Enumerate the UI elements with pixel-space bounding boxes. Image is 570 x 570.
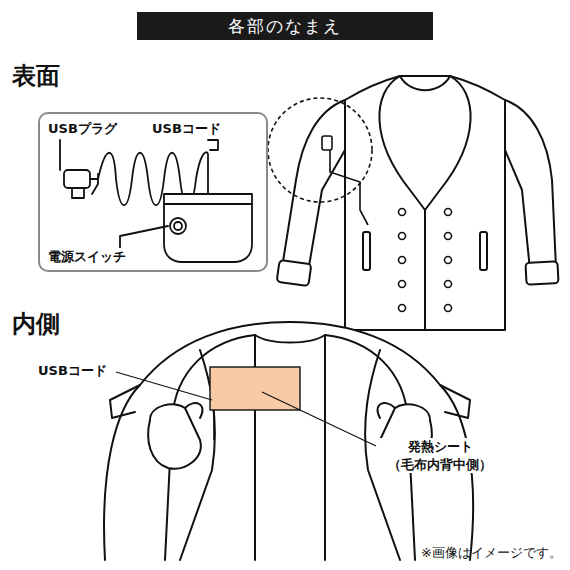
title-band: 各部のなまえ xyxy=(137,12,433,40)
part-name: USBコード xyxy=(152,120,221,138)
part-name: USBコード xyxy=(38,362,107,380)
section-heading: 内側 xyxy=(12,308,60,340)
title-text: 各部のなまえ xyxy=(137,12,433,40)
callout-inset: USBプラグ USBコード電源スイッチ xyxy=(38,112,268,272)
part-name: 発熱シート （毛布内背中側） xyxy=(378,438,502,473)
section-heading: 表面 xyxy=(12,60,60,92)
part-name: 電源スイッチ xyxy=(48,248,126,266)
part-name: USBプラグ xyxy=(48,120,117,138)
note: ※画像はイメージです。 xyxy=(421,544,562,562)
